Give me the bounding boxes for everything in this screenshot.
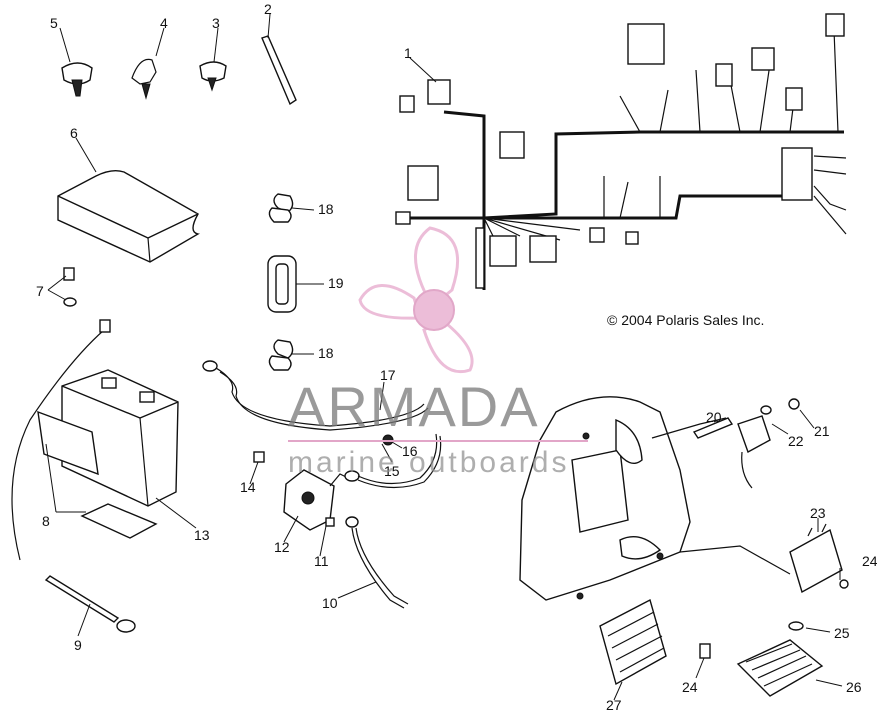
part-19-strap [267,255,297,313]
part-11-nut [325,517,335,527]
callout: 1 [404,45,412,61]
callout: 26 [846,679,862,695]
part-5-clip [61,62,93,97]
callout: 22 [788,433,804,449]
callout: 18 [318,201,334,217]
callout: 4 [160,15,168,31]
part-18-clamp-upper [268,193,294,223]
copyright-text: © 2004 Polaris Sales Inc. [607,312,765,328]
callout: 24 [682,679,698,695]
callout: 16 [402,443,418,459]
callout: 27 [606,697,622,712]
part-22-coil [737,405,772,489]
callout: 21 [814,423,830,439]
vent-fitting [99,319,111,333]
callout: 19 [328,275,344,291]
callout: 9 [74,637,82,653]
callout: 18 [318,345,334,361]
part-20-bolt [692,417,734,439]
part-14-nut [253,451,265,463]
callout: 12 [274,539,290,555]
part-9-cable [44,575,136,633]
watermark-divider [288,440,588,442]
part-25-screw [788,621,804,631]
part-2-rod [261,35,297,106]
part-27-regulator [599,598,667,686]
part-6-cover [57,169,200,263]
part-3-clip [199,61,227,92]
callout: 2 [264,1,272,17]
callout: 24 [862,553,877,569]
callout: 5 [50,15,58,31]
callout: 11 [314,553,329,569]
callout: 7 [36,283,44,299]
watermark-tagline: marine outboards [288,446,570,479]
callout: 6 [70,125,78,141]
callout: 14 [240,479,256,495]
part-7-bolt [63,267,77,307]
callout: 15 [384,463,400,479]
callout: 8 [42,513,50,529]
part-23-cdi-box [789,523,843,594]
callout: 17 [380,367,396,383]
watermark-brand: ARMADA [288,375,540,438]
callout: 13 [194,527,210,543]
callout: 20 [706,409,722,425]
part-1-wiring-harness [395,13,847,290]
part-24-bolt-right [839,579,849,589]
callout: 25 [834,625,850,641]
part-24-bolt-lower [699,643,711,659]
leader-lines [45,13,843,701]
callout: 23 [810,505,826,521]
part-15-cable [344,433,442,489]
callout-numbers: 1 2 3 4 5 6 7 8 9 10 11 12 13 14 15 16 1… [36,1,877,712]
part-18-clamp-lower [268,339,294,371]
watermark-propeller-icon [358,226,474,373]
part-4-clip [131,58,157,100]
part-17-cable [202,360,429,431]
callout: 10 [322,595,338,611]
engine-mount-plate [519,396,691,601]
part-26-rectifier [736,639,824,697]
plate-wire-lower [679,545,791,575]
part-8-labels [37,410,158,539]
part-10-cable [345,516,409,609]
battery-vent-hose [11,329,105,561]
callout: 3 [212,15,220,31]
part-21-nut [788,398,800,410]
